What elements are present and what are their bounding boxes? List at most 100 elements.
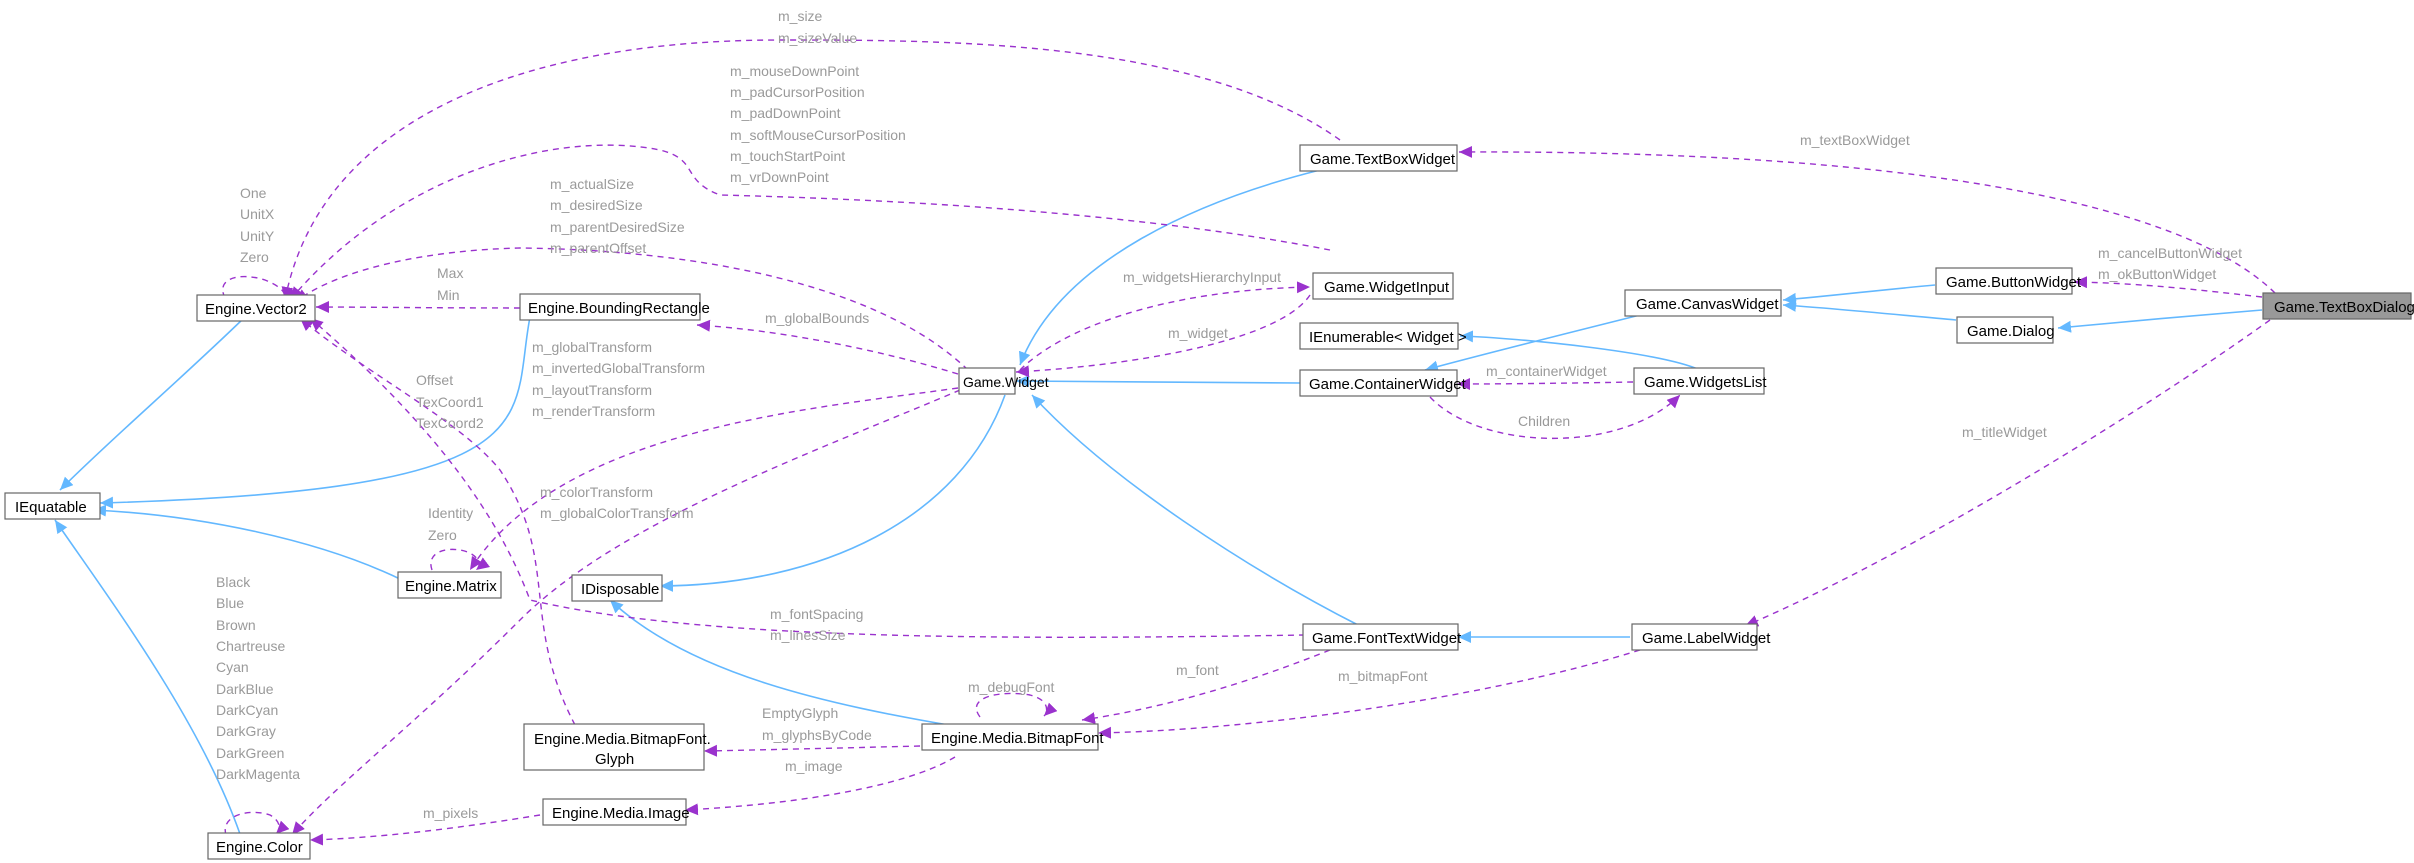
svg-text:Game.Dialog: Game.Dialog — [1967, 323, 2055, 340]
label-m-image: m_image — [785, 758, 843, 774]
edge-bitmapfont-font — [1081, 649, 1331, 725]
edge-labelwidget-to-textboxdialog — [1744, 319, 2271, 627]
label-color-chartreuse: Chartreuse — [216, 638, 285, 654]
label-m-font-spacing: m_fontSpacing — [770, 606, 863, 622]
node-canvas-widget[interactable]: Game.CanvasWidget — [1624, 289, 1782, 317]
edge-widget-from-containerwidget — [1456, 377, 1634, 390]
svg-text:Engine.Color: Engine.Color — [216, 839, 303, 856]
edge-color-transforms — [291, 389, 961, 836]
label-m-render-transform: m_renderTransform — [532, 403, 655, 419]
node-widget-input[interactable]: Game.WidgetInput — [1312, 272, 1454, 300]
node-ienumerable-widget[interactable]: IEnumerable< Widget > — [1299, 322, 1467, 350]
svg-text:Game.LabelWidget: Game.LabelWidget — [1642, 630, 1771, 647]
label-children: Children — [1518, 413, 1570, 429]
svg-text:Game.WidgetsList: Game.WidgetsList — [1644, 374, 1767, 391]
label-empty-glyph: EmptyGlyph — [762, 705, 838, 721]
edge-bitmapfont-to-idisposable — [609, 599, 961, 728]
label-m-bitmap-font: m_bitmapFont — [1338, 668, 1428, 684]
svg-text:Engine.Media.Image: Engine.Media.Image — [552, 805, 690, 822]
edge-containerwidget-to-widget — [1015, 375, 1301, 388]
edge-color-self — [224, 811, 290, 836]
label-color-darkcyan: DarkCyan — [216, 702, 278, 718]
label-m-pixels: m_pixels — [423, 805, 478, 821]
label-m-layout-transform: m_layoutTransform — [532, 382, 652, 398]
node-idisposable[interactable]: IDisposable — [571, 574, 663, 602]
label-max: Max — [437, 265, 463, 281]
edge-bitmapfont-bitmap-font — [1097, 649, 1641, 739]
node-matrix[interactable]: Engine.Matrix — [397, 571, 502, 599]
label-vector2-unity: UnitY — [240, 228, 275, 244]
node-textbox-dialog[interactable]: Game.TextBoxDialog — [2262, 292, 2414, 320]
node-bitmap-font-glyph[interactable]: Engine.Media.BitmapFont. Glyph — [523, 723, 711, 771]
label-offset: Offset — [416, 372, 453, 388]
edge-vector2-font-spacing — [309, 317, 1306, 638]
node-media-image[interactable]: Engine.Media.Image — [542, 798, 690, 826]
edge-widget-from-widgetinput — [1015, 294, 1311, 378]
node-label-widget[interactable]: Game.LabelWidget — [1631, 623, 1771, 651]
label-m-ok-button-widget: m_okButtonWidget — [2098, 266, 2216, 282]
label-m-font: m_font — [1176, 662, 1219, 678]
edge-labels: m_size m_sizeValue m_mouseDownPoint m_pa… — [216, 8, 2242, 821]
node-font-text-widget[interactable]: Game.FontTextWidget — [1302, 623, 1462, 651]
edge-vector2-bounds — [315, 301, 521, 314]
svg-text:Game.WidgetInput: Game.WidgetInput — [1324, 279, 1450, 296]
edge-matrix-transforms — [469, 387, 959, 571]
label-textbox-point-5: m_vrDownPoint — [730, 169, 829, 185]
svg-text:IEquatable: IEquatable — [15, 499, 87, 516]
edge-matrix-self — [430, 548, 490, 571]
edge-vector2-widget-sizes — [294, 247, 969, 371]
label-textbox-point-0: m_mouseDownPoint — [730, 63, 859, 79]
nodes: Game.TextBoxDialog Game.ButtonWidget Gam… — [4, 144, 2414, 860]
edge-dialog-to-canvaswidget — [1782, 299, 1957, 321]
node-vector2[interactable]: Engine.Vector2 — [196, 294, 316, 322]
label-textbox-point-2: m_padDownPoint — [730, 105, 841, 121]
edge-widget-to-idisposable — [659, 394, 1006, 592]
label-textbox-point-1: m_padCursorPosition — [730, 84, 865, 100]
label-m-container-widget: m_containerWidget — [1486, 363, 1607, 379]
svg-text:Game.TextBoxWidget: Game.TextBoxWidget — [1310, 151, 1456, 168]
edge-bitmapfont-debug — [975, 692, 1058, 718]
svg-text:Engine.Media.BitmapFont.: Engine.Media.BitmapFont. — [534, 731, 711, 748]
label-m-desired-size: m_desiredSize — [550, 197, 643, 213]
node-bitmap-font[interactable]: Engine.Media.BitmapFont — [921, 723, 1104, 751]
edge-boundingrectangle-global-bounds — [696, 319, 959, 375]
label-m-parent-desired-size: m_parentDesiredSize — [550, 219, 685, 235]
label-min: Min — [437, 287, 460, 303]
label-color-darkmagenta: DarkMagenta — [216, 766, 300, 782]
edge-fonttextwidget-to-widget — [1031, 394, 1361, 627]
edge-textboxwidget-to-widget — [1019, 169, 1321, 366]
edge-glyph-glyphs — [703, 744, 921, 757]
label-m-global-transform: m_globalTransform — [532, 339, 652, 355]
edge-boundingrectangle-to-iequatable — [99, 316, 531, 509]
label-m-global-color-transform: m_globalColorTransform — [540, 505, 694, 521]
label-texcoord2: TexCoord2 — [416, 415, 484, 431]
node-container-widget[interactable]: Game.ContainerWidget — [1299, 369, 1467, 397]
edge-vector2-to-iequatable — [59, 316, 246, 491]
node-bounding-rectangle[interactable]: Engine.BoundingRectangle — [519, 293, 710, 321]
label-color-darkblue: DarkBlue — [216, 681, 274, 697]
edge-buttonwidget-to-textboxdialog — [2073, 276, 2263, 298]
label-m-debug-font: m_debugFont — [968, 679, 1055, 695]
edge-textboxdialog-to-dialog — [2057, 309, 2263, 333]
label-m-glyphs-by-code: m_glyphsByCode — [762, 727, 872, 743]
svg-text:Game.TextBoxDialog: Game.TextBoxDialog — [2274, 299, 2414, 316]
edge-canvaswidget-to-containerwidget — [1424, 314, 1641, 373]
label-color-brown: Brown — [216, 617, 256, 633]
label-m-global-bounds: m_globalBounds — [765, 310, 869, 326]
svg-text:Game.ButtonWidget: Game.ButtonWidget — [1946, 274, 2082, 291]
label-m-widgets-hierarchy-input: m_widgetsHierarchyInput — [1123, 269, 1281, 285]
label-m-actual-size: m_actualSize — [550, 176, 634, 192]
label-m-size-value: m_sizeValue — [778, 30, 857, 46]
node-dialog[interactable]: Game.Dialog — [1956, 316, 2055, 344]
node-widget[interactable]: Game.Widget — [958, 367, 1049, 395]
node-iequatable[interactable]: IEquatable — [4, 492, 101, 520]
node-button-widget[interactable]: Game.ButtonWidget — [1935, 267, 2082, 295]
node-widgets-list[interactable]: Game.WidgetsList — [1633, 367, 1767, 395]
label-matrix-identity: Identity — [428, 505, 473, 521]
label-m-color-transform: m_colorTransform — [540, 484, 653, 500]
node-textbox-widget[interactable]: Game.TextBoxWidget — [1299, 144, 1458, 172]
node-color[interactable]: Engine.Color — [207, 832, 311, 860]
label-m-title-widget: m_titleWidget — [1962, 424, 2047, 440]
label-vector2-unitx: UnitX — [240, 206, 275, 222]
label-color-black: Black — [216, 574, 251, 590]
